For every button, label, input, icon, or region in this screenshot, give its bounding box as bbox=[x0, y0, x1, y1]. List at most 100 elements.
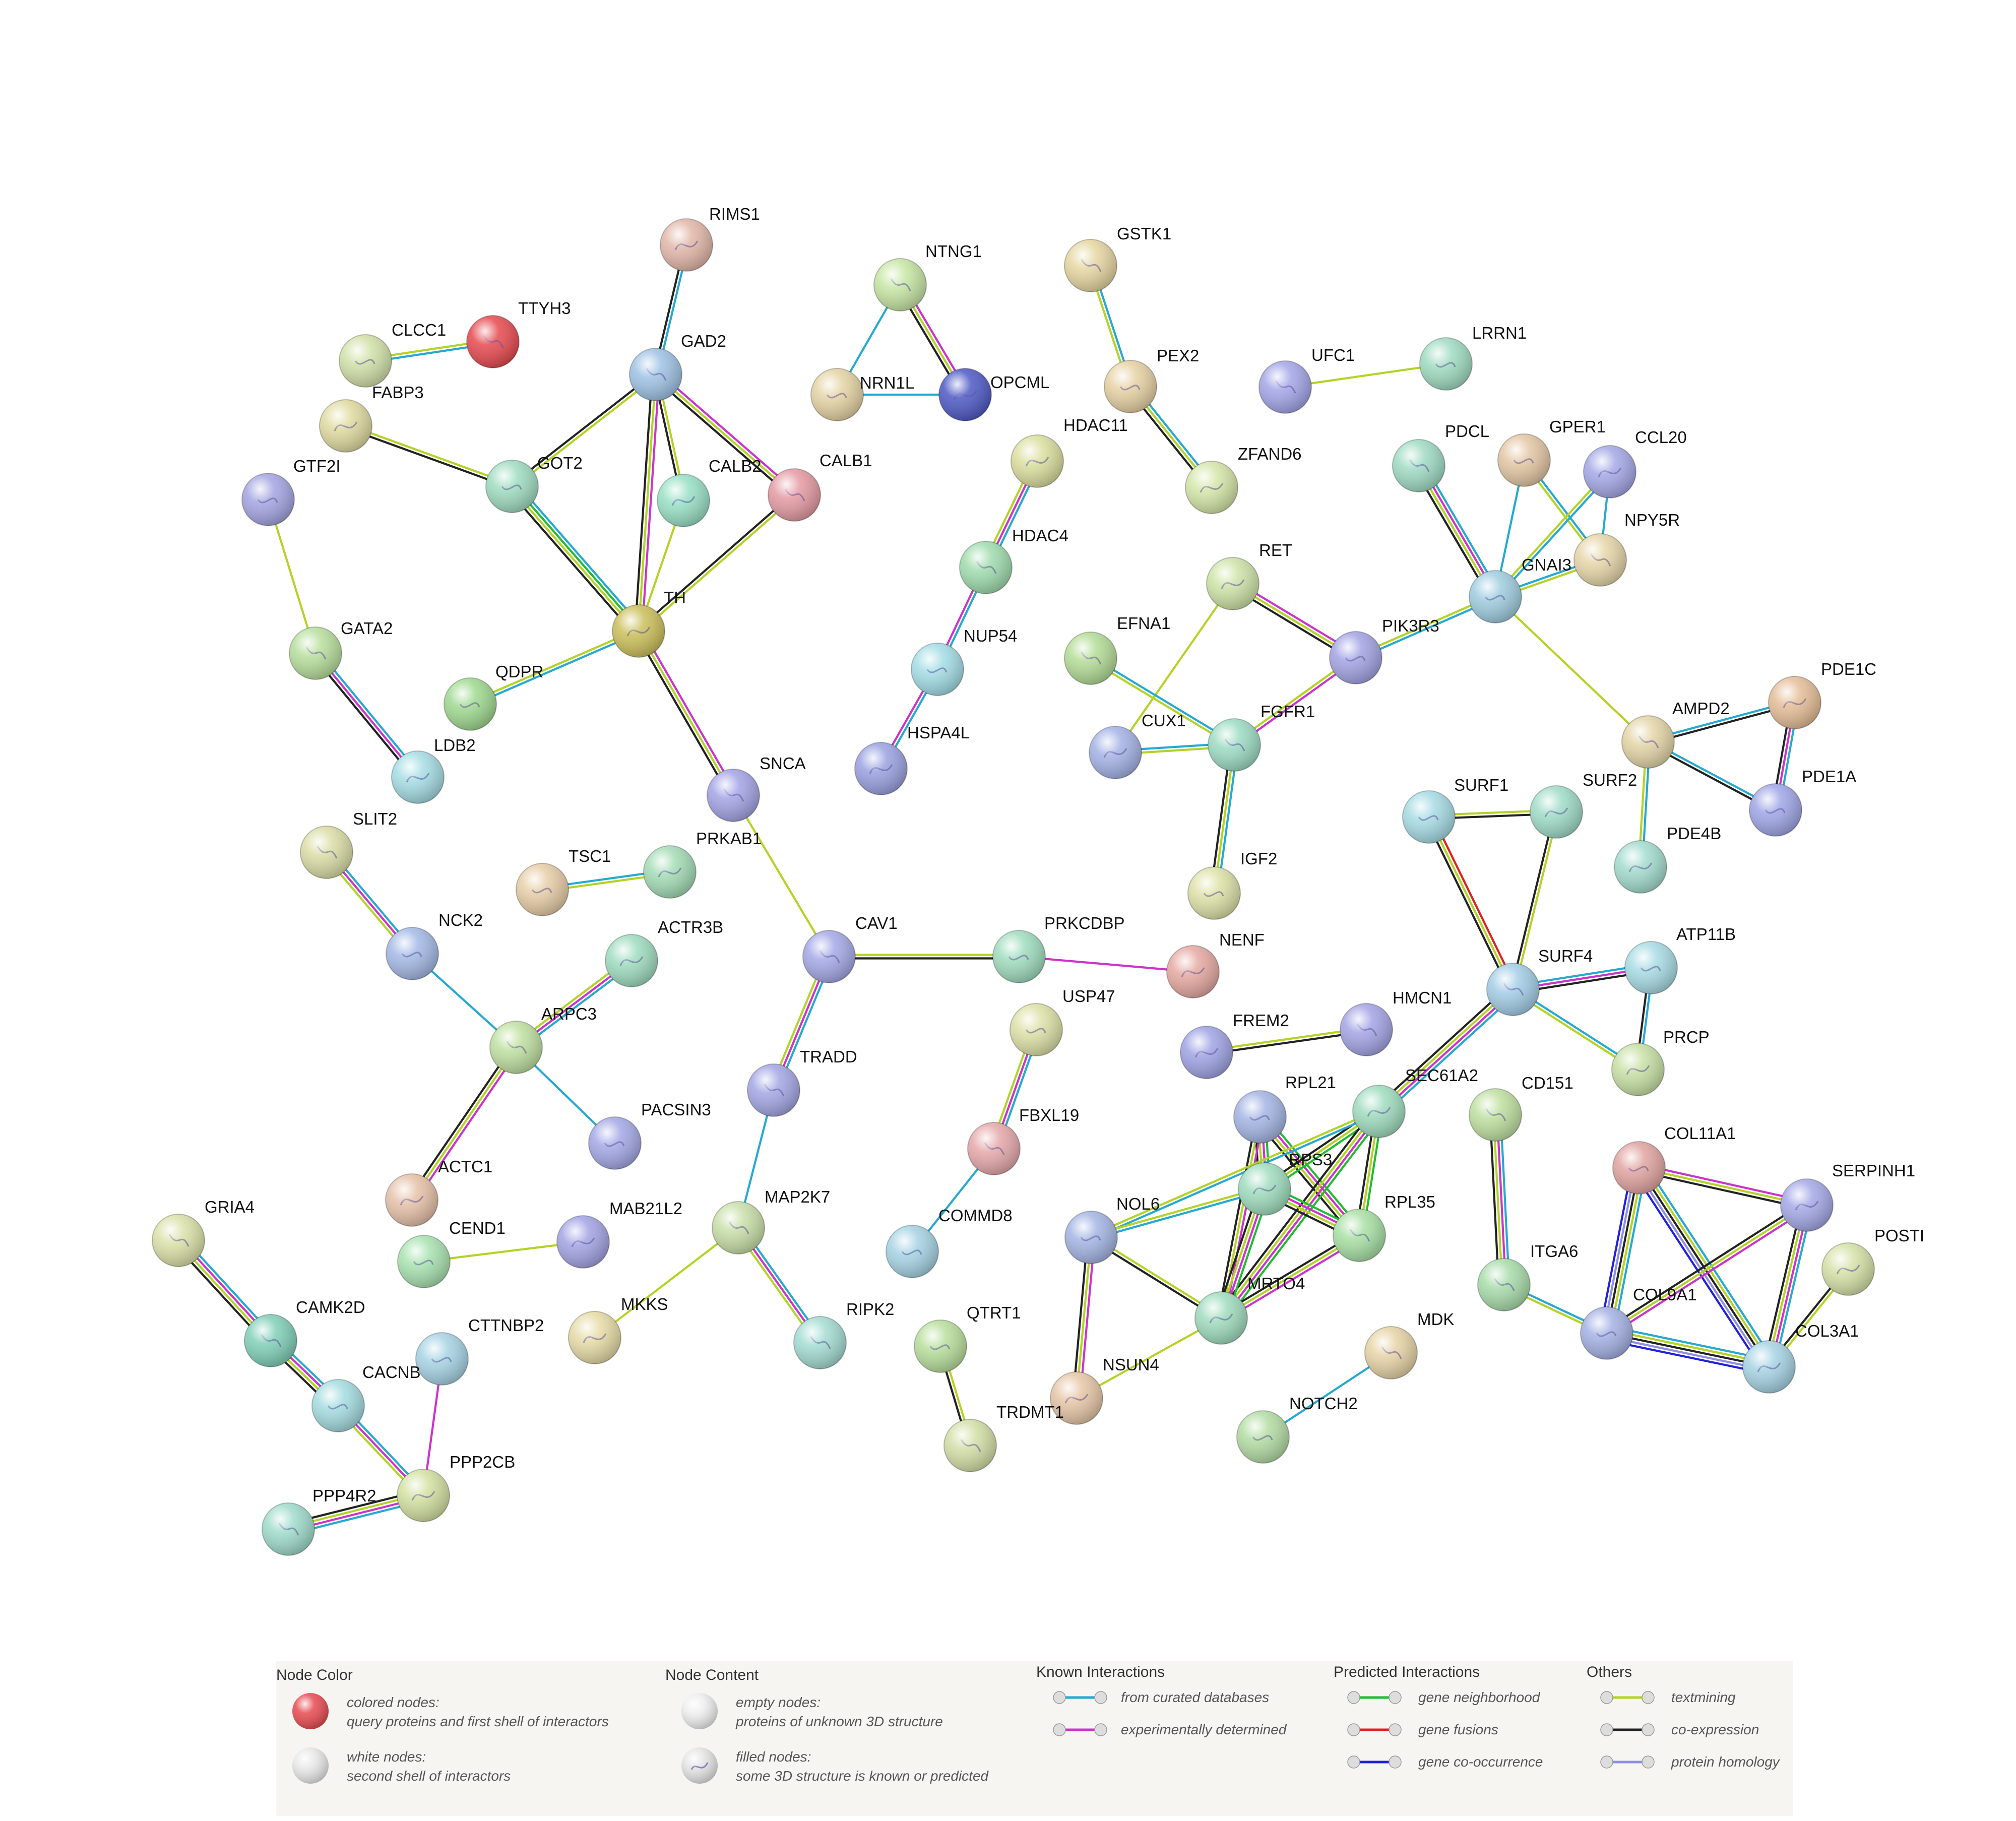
node-GRIA4[interactable]: GRIA4 bbox=[152, 1198, 255, 1267]
node-RPL21[interactable]: RPL21 bbox=[1233, 1073, 1336, 1144]
node-SURF1[interactable]: SURF1 bbox=[1402, 776, 1508, 844]
node-TTYH3[interactable]: TTYH3 bbox=[466, 299, 571, 368]
node-GTF2I[interactable]: GTF2I bbox=[241, 457, 341, 526]
node-SURF4[interactable]: SURF4 bbox=[1486, 947, 1593, 1016]
node-COL11A1[interactable]: COL11A1 bbox=[1612, 1124, 1736, 1195]
node-gloss bbox=[569, 1311, 621, 1364]
node-SLIT2[interactable]: SLIT2 bbox=[300, 809, 397, 879]
node-SURF2[interactable]: SURF2 bbox=[1530, 771, 1637, 839]
node-MKKS[interactable]: MKKS bbox=[568, 1295, 668, 1364]
node-PIK3R3[interactable]: PIK3R3 bbox=[1329, 616, 1439, 684]
node-NOTCH2[interactable]: NOTCH2 bbox=[1236, 1394, 1358, 1464]
node-NENF[interactable]: NENF bbox=[1166, 930, 1265, 998]
node-TSC1[interactable]: TSC1 bbox=[516, 847, 611, 916]
node-QTRT1[interactable]: QTRT1 bbox=[914, 1303, 1021, 1373]
node-PDCL[interactable]: PDCL bbox=[1392, 422, 1489, 492]
node-HMCN1[interactable]: HMCN1 bbox=[1340, 988, 1452, 1056]
node-SNCA[interactable]: SNCA bbox=[707, 754, 806, 822]
node-gloss bbox=[939, 368, 991, 421]
edge-SEC61A2-MRTO4 bbox=[1216, 1107, 1384, 1322]
node-CEND1[interactable]: CEND1 bbox=[397, 1219, 506, 1288]
node-UFC1[interactable]: UFC1 bbox=[1258, 346, 1355, 414]
node-ARPC3[interactable]: ARPC3 bbox=[489, 1004, 597, 1074]
node-PACSIN3[interactable]: PACSIN3 bbox=[588, 1100, 711, 1170]
node-SERPINH1[interactable]: SERPINH1 bbox=[1780, 1161, 1915, 1232]
node-MRTO4[interactable]: MRTO4 bbox=[1194, 1274, 1305, 1345]
node-ACTC1[interactable]: ACTC1 bbox=[385, 1157, 492, 1227]
node-RPL35[interactable]: RPL35 bbox=[1333, 1192, 1435, 1262]
node-NOL6[interactable]: NOL6 bbox=[1064, 1195, 1160, 1264]
node-COL9A1[interactable]: COL9A1 bbox=[1580, 1285, 1697, 1360]
node-PPP2CB[interactable]: PPP2CB bbox=[397, 1453, 515, 1522]
node-TRDMT1[interactable]: TRDMT1 bbox=[943, 1403, 1064, 1472]
node-MDK[interactable]: MDK bbox=[1364, 1310, 1454, 1379]
node-RET[interactable]: RET bbox=[1206, 541, 1292, 610]
node-GATA2[interactable]: GATA2 bbox=[289, 619, 393, 680]
node-CD151[interactable]: CD151 bbox=[1469, 1074, 1573, 1142]
node-CUX1[interactable]: CUX1 bbox=[1089, 711, 1186, 779]
node-POSTI[interactable]: POSTI bbox=[1821, 1226, 1924, 1296]
node-PRCP[interactable]: PRCP bbox=[1611, 1028, 1710, 1096]
node-ZFAND6[interactable]: ZFAND6 bbox=[1185, 445, 1302, 514]
node-GNAI3[interactable]: GNAI3 bbox=[1469, 555, 1571, 623]
node-ACTR3B[interactable]: ACTR3B bbox=[605, 918, 723, 987]
node-PEX2[interactable]: PEX2 bbox=[1104, 346, 1199, 413]
node-PDE4B[interactable]: PDE4B bbox=[1614, 824, 1721, 894]
node-FBXL19[interactable]: FBXL19 bbox=[967, 1106, 1079, 1175]
node-CALB1[interactable]: CALB1 bbox=[768, 451, 872, 522]
node-CACNB[interactable]: CACNB bbox=[311, 1363, 421, 1432]
node-PDE1A[interactable]: PDE1A bbox=[1749, 767, 1856, 837]
node-PDE1C[interactable]: PDE1C bbox=[1768, 660, 1876, 729]
node-CALB2[interactable]: CALB2 bbox=[657, 457, 762, 527]
node-HSPA4L[interactable]: HSPA4L bbox=[854, 723, 970, 795]
node-NTNG1[interactable]: NTNG1 bbox=[873, 242, 982, 311]
node-COL3A1[interactable]: COL3A1 bbox=[1742, 1322, 1859, 1394]
node-FGFR1[interactable]: FGFR1 bbox=[1208, 702, 1315, 772]
node-RPS3[interactable]: RPS3 bbox=[1238, 1150, 1332, 1216]
node-NPY5R[interactable]: NPY5R bbox=[1573, 511, 1680, 587]
node-EFNA1[interactable]: EFNA1 bbox=[1064, 614, 1170, 685]
node-ITGA6[interactable]: ITGA6 bbox=[1477, 1242, 1578, 1311]
node-ATP11B[interactable]: ATP11B bbox=[1624, 925, 1736, 994]
node-CLCC1[interactable]: CLCC1 bbox=[339, 321, 446, 388]
node-CCL20[interactable]: CCL20 bbox=[1583, 428, 1687, 498]
node-RIMS1[interactable]: RIMS1 bbox=[660, 205, 760, 272]
node-HDAC11[interactable]: HDAC11 bbox=[1011, 416, 1128, 488]
node-NUP54[interactable]: NUP54 bbox=[911, 626, 1017, 696]
node-NRN1L[interactable]: NRN1L bbox=[810, 368, 914, 421]
node-CTTNBP2[interactable]: CTTNBP2 bbox=[415, 1316, 544, 1386]
node-GOT2[interactable]: GOT2 bbox=[485, 454, 583, 513]
node-LDB2[interactable]: LDB2 bbox=[391, 736, 476, 804]
node-gloss bbox=[1208, 719, 1261, 771]
node-GSTK1[interactable]: GSTK1 bbox=[1064, 224, 1171, 292]
node-HDAC4[interactable]: HDAC4 bbox=[959, 526, 1068, 594]
node-PRKAB1[interactable]: PRKAB1 bbox=[643, 829, 762, 899]
node-COMMD8[interactable]: COMMD8 bbox=[886, 1206, 1013, 1278]
node-gloss bbox=[747, 1064, 800, 1116]
node-CAV1[interactable]: CAV1 bbox=[802, 914, 898, 983]
node-NCK2[interactable]: NCK2 bbox=[386, 911, 483, 980]
node-MAP2K7[interactable]: MAP2K7 bbox=[712, 1187, 830, 1254]
node-RIPK2[interactable]: RIPK2 bbox=[793, 1300, 894, 1369]
node-TH[interactable]: TH bbox=[612, 588, 686, 658]
node-label: GPER1 bbox=[1549, 417, 1606, 436]
node-label: PIK3R3 bbox=[1382, 616, 1439, 635]
node-AMPD2[interactable]: AMPD2 bbox=[1621, 699, 1730, 769]
node-TRADD[interactable]: TRADD bbox=[747, 1047, 857, 1117]
node-USP47[interactable]: USP47 bbox=[1010, 987, 1115, 1056]
node-NSUN4[interactable]: NSUN4 bbox=[1050, 1355, 1159, 1425]
node-PRKCDBP[interactable]: PRKCDBP bbox=[992, 914, 1125, 983]
node-GAD2[interactable]: GAD2 bbox=[629, 332, 726, 401]
node-SEC61A2[interactable]: SEC61A2 bbox=[1352, 1066, 1478, 1138]
node-FREM2[interactable]: FREM2 bbox=[1180, 1011, 1289, 1079]
node-LRRN1[interactable]: LRRN1 bbox=[1419, 324, 1527, 391]
node-PPP4R2[interactable]: PPP4R2 bbox=[262, 1486, 376, 1556]
node-IGF2[interactable]: IGF2 bbox=[1187, 849, 1277, 920]
node-QDPR[interactable]: QDPR bbox=[444, 662, 543, 731]
node-GPER1[interactable]: GPER1 bbox=[1497, 417, 1606, 487]
node-FABP3[interactable]: FABP3 bbox=[319, 383, 424, 453]
node-CAMK2D[interactable]: CAMK2D bbox=[244, 1298, 365, 1367]
edge-SERPINH1-COL9A1 bbox=[1604, 1201, 1809, 1337]
node-MAB21L2[interactable]: MAB21L2 bbox=[556, 1199, 682, 1269]
node-OPCML[interactable]: OPCML bbox=[938, 368, 1049, 421]
